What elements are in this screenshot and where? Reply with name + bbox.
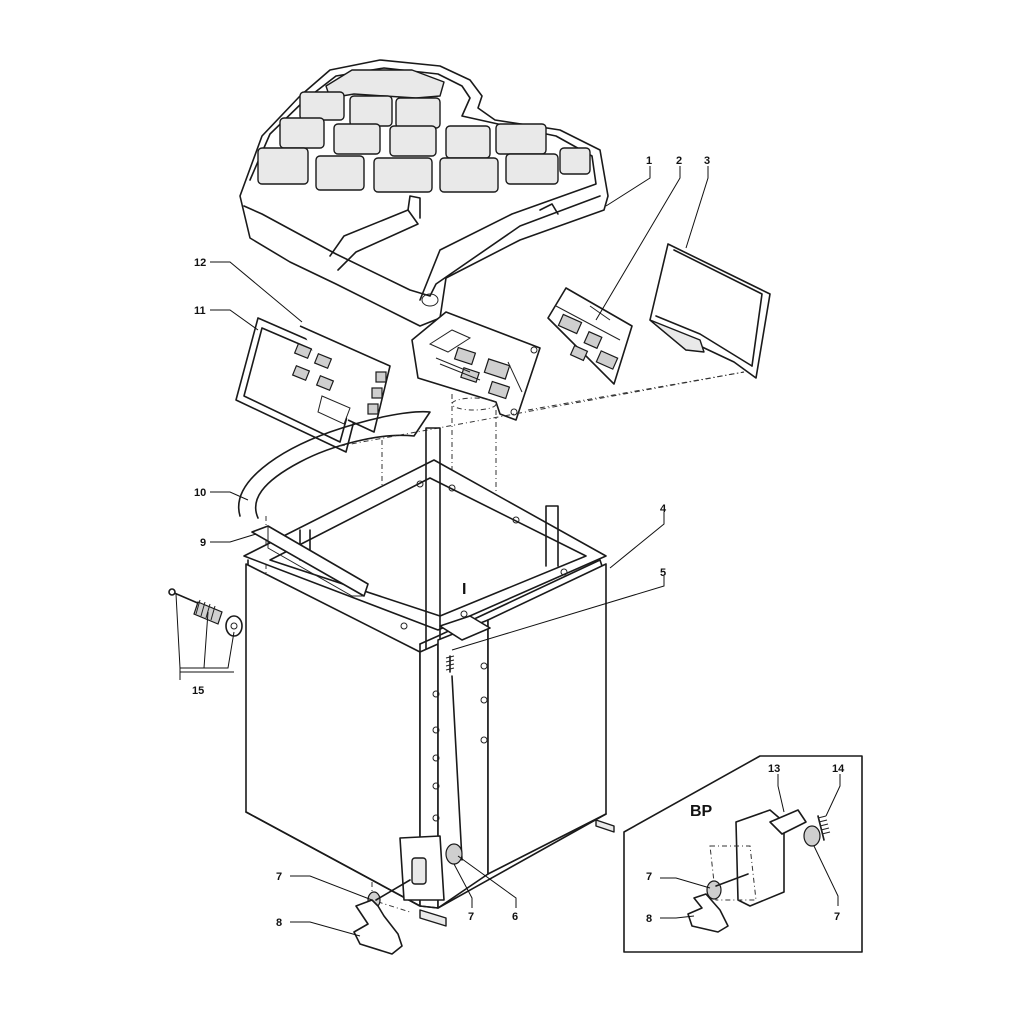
callout-5: 5	[660, 567, 666, 579]
tray-pocket	[299, 91, 345, 121]
tray-pocket	[389, 125, 437, 157]
pedal-handle	[353, 899, 403, 955]
callout-7-main-left: 7	[276, 871, 282, 883]
callout-4: 4	[660, 503, 667, 515]
callout-2: 2	[676, 155, 682, 167]
callout-3: 3	[704, 155, 710, 167]
callout-11: 11	[194, 305, 206, 317]
callout-7-inset-left: 7	[646, 871, 652, 883]
spring-rod	[445, 655, 463, 861]
tray-pocket	[373, 157, 433, 193]
weight-tray-cover	[239, 59, 609, 327]
callout-13: 13	[768, 763, 780, 775]
callout-7-inset-right: 7	[834, 911, 840, 923]
tray-pocket	[333, 123, 381, 155]
tray-pocket	[395, 97, 441, 129]
keypad-panel	[235, 317, 391, 453]
display-hood	[649, 243, 771, 379]
callout-15: 15	[192, 685, 204, 697]
callout-6: 6	[512, 911, 518, 923]
pedal-handle	[687, 893, 729, 933]
pedal-assembly	[353, 835, 463, 955]
display-circuit-board	[547, 287, 633, 385]
callout-leaders	[175, 166, 841, 937]
main-circuit-board	[411, 311, 541, 421]
callout-numbers: 1 2 3 4 5 6 7 7 7 7 8 8 9 10 11 12 13 14…	[192, 155, 845, 929]
tray-pocket	[495, 123, 547, 155]
tray-pocket	[439, 157, 499, 193]
tray-pocket	[505, 153, 559, 185]
inset-box	[623, 755, 863, 953]
callout-7-main-right: 7	[468, 911, 474, 923]
tray-pocket	[559, 147, 591, 175]
bushing	[803, 825, 821, 847]
callout-10: 10	[194, 487, 206, 499]
tray-pocket	[349, 95, 393, 127]
callout-1: 1	[646, 155, 652, 167]
bushing	[445, 843, 463, 865]
tray-pocket	[279, 117, 325, 149]
callout-8-inset: 8	[646, 913, 652, 925]
flat-cable	[237, 410, 431, 519]
view-label-i: I	[462, 581, 466, 598]
bracket-strip	[251, 525, 369, 597]
tray-pocket	[315, 155, 365, 191]
bolt-spring-washer	[168, 588, 243, 637]
tray-pocket	[445, 125, 491, 159]
callout-12: 12	[194, 257, 206, 269]
bushing	[706, 880, 722, 900]
callout-8-main: 8	[276, 917, 282, 929]
cabinet-body	[245, 563, 615, 927]
tray-pocket	[257, 147, 309, 185]
callout-14: 14	[832, 763, 845, 775]
callout-9: 9	[200, 537, 206, 549]
inset-title-bp: BP	[690, 803, 713, 820]
